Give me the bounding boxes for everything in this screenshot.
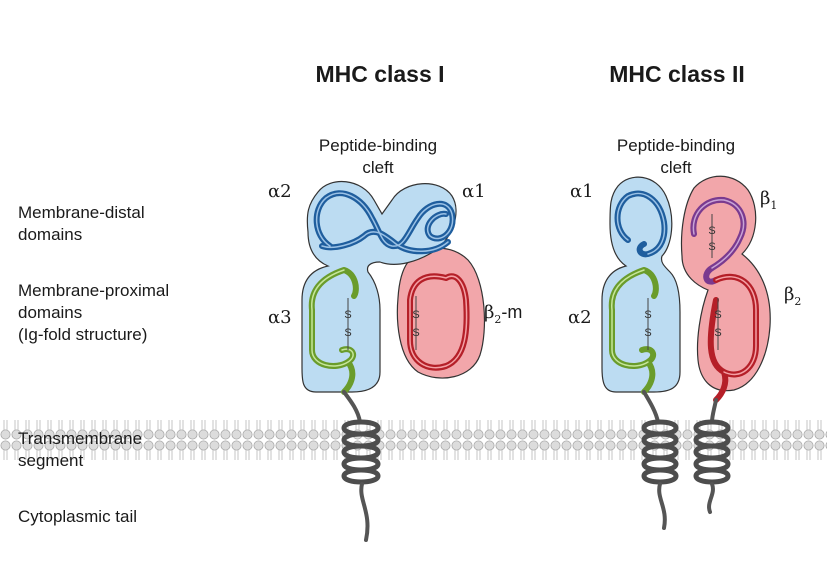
domain-label-a1-class1: α1 — [462, 181, 486, 202]
label-segment: segment — [18, 451, 83, 470]
domain-label-b2: β2 — [784, 284, 801, 308]
disulfide-s: S — [708, 241, 715, 253]
domain-label-a2-class1: α2 — [268, 181, 292, 202]
disulfide-s: S — [714, 327, 721, 339]
transmembrane-helix-alpha-class2 — [641, 419, 679, 485]
label-membrane-distal: Membrane-distal — [18, 203, 145, 222]
domain-label-b2m: β2-m — [484, 302, 522, 326]
disulfide-s: S — [714, 309, 721, 321]
disulfide-s: S — [412, 327, 419, 339]
disulfide-s: S — [344, 309, 351, 321]
label-membrane-distal-domains: domains — [18, 225, 82, 244]
title-mhc-class-2: MHC class II — [609, 61, 745, 87]
cytoplasmic-tail-alpha-class2 — [657, 482, 667, 530]
cleft-label-class2-line1: Peptide-binding — [617, 136, 735, 155]
cytoplasmic-tail-beta-class2 — [707, 482, 715, 514]
cleft-label-class2-line2: cleft — [660, 158, 691, 177]
disulfide-s: S — [344, 327, 351, 339]
cytoplasmic-tail-class1 — [359, 482, 370, 542]
cleft-label-class1-line2: cleft — [362, 158, 393, 177]
mhc-class-1-molecule: S S S S α2 α1 α3 β2-m — [268, 180, 522, 542]
tail-class1 — [342, 390, 362, 424]
transmembrane-helix-beta-class2 — [693, 419, 731, 485]
beta-chain-shape — [680, 175, 771, 392]
transmembrane-helix-class1 — [341, 419, 381, 485]
label-membrane-proximal-domains: domains — [18, 303, 82, 322]
membrane-bilayer — [0, 417, 827, 461]
label-membrane-proximal: Membrane-proximal — [18, 281, 169, 300]
tail-alpha-class2 — [642, 390, 660, 424]
domain-label-a2-class2: α2 — [568, 307, 592, 328]
cleft-label-class1-line1: Peptide-binding — [319, 136, 437, 155]
title-mhc-class-1: MHC class I — [315, 61, 444, 87]
disulfide-s: S — [708, 225, 715, 237]
label-ig-fold: (Ig-fold structure) — [18, 325, 147, 344]
disulfide-s: S — [644, 309, 651, 321]
disulfide-s: S — [644, 327, 651, 339]
domain-label-b1: β1 — [760, 188, 777, 212]
label-cytoplasmic-tail: Cytoplasmic tail — [18, 507, 137, 526]
domain-label-a1-class2: α1 — [570, 181, 594, 202]
label-transmembrane: Transmembrane — [18, 429, 142, 448]
disulfide-s: S — [412, 309, 419, 321]
alpha-chain-shape-class1 — [301, 180, 457, 393]
mhc-class-2-molecule: S S S S S S α1 α2 β1 β2 — [568, 175, 801, 530]
domain-label-a3: α3 — [268, 307, 292, 328]
